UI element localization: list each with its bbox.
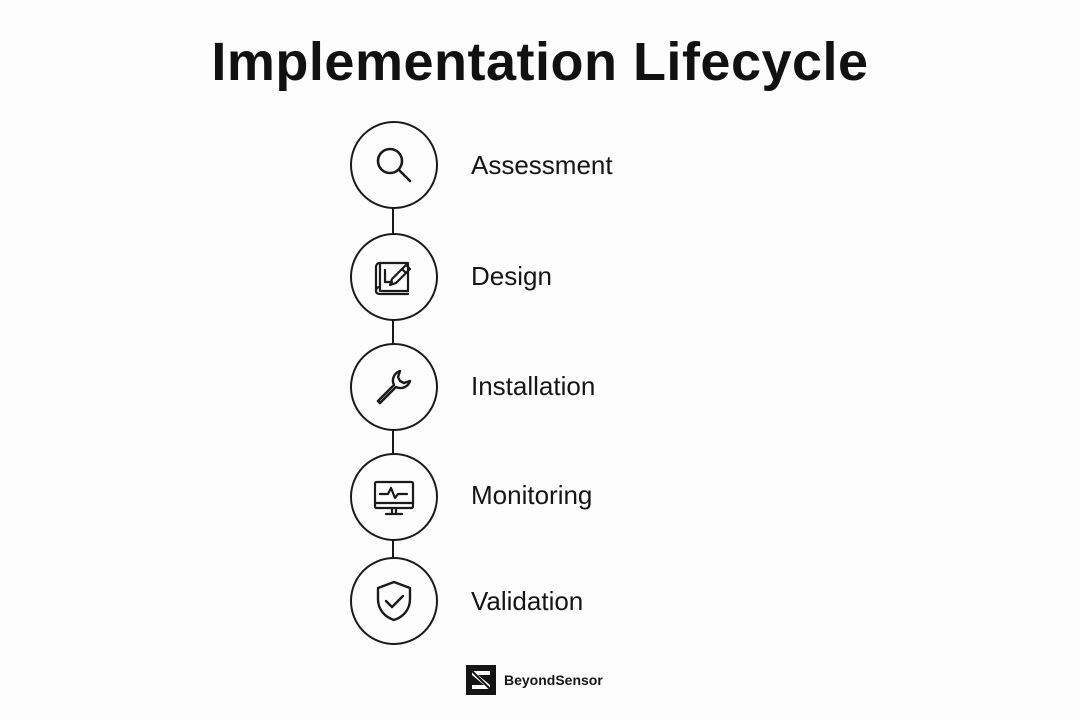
connector-line [392, 429, 394, 453]
step-installation-label: Installation [471, 371, 596, 401]
step-monitoring-label: Monitoring [471, 480, 593, 510]
step-design-circle [350, 233, 438, 321]
step-installation-circle [350, 343, 438, 431]
connector-line [392, 539, 394, 557]
step-assessment-circle [350, 121, 438, 209]
connector-line [392, 207, 394, 233]
step-assessment-label: Assessment [471, 150, 613, 180]
connector-line [392, 319, 394, 343]
step-monitoring-circle [350, 453, 438, 541]
brand-name: BeyondSensor [504, 672, 603, 688]
magnifier-icon [376, 147, 412, 183]
blueprint-pencil-icon [374, 261, 412, 296]
monitor-pulse-icon [373, 480, 415, 516]
step-design-label: Design [471, 261, 552, 291]
diagram-title: Implementation Lifecycle [211, 32, 869, 92]
step-validation-label: Validation [471, 586, 584, 616]
beyondsensor-logo-icon [466, 665, 496, 695]
shield-check-icon [376, 580, 412, 622]
wrench-icon [376, 369, 412, 405]
step-validation-circle [350, 557, 438, 645]
brand-footer: BeyondSensor [466, 665, 603, 695]
